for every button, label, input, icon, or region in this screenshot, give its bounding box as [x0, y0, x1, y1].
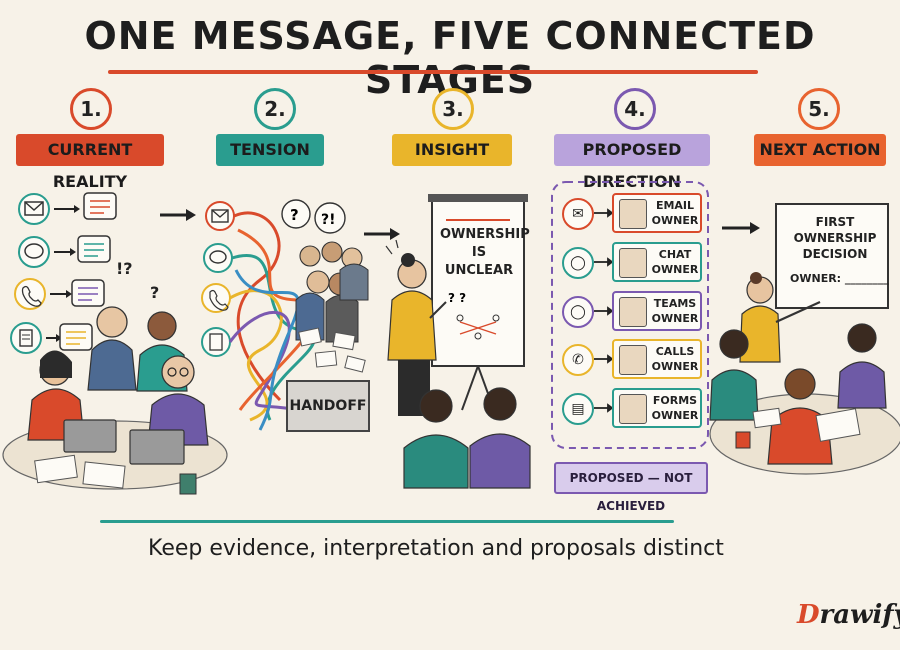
drawify-logo: Drawify [797, 600, 900, 630]
message-bubble-icon [77, 235, 111, 263]
document-icon [10, 322, 42, 354]
flipchart-line-3: UNCLEAR [444, 263, 514, 278]
decision-board [775, 203, 889, 309]
stage-number-4: 4. [614, 88, 656, 130]
owner-card-line-2: OWNER [651, 360, 699, 373]
owner-card-line-1: CALLS [655, 345, 695, 358]
title-underline [108, 70, 758, 74]
proposed-status-badge: PROPOSED — NOT ACHIEVED [554, 462, 708, 513]
stage-number-2: 2. [254, 88, 296, 130]
owner-card-line-1: EMAIL [655, 199, 695, 212]
tension-crowd-illustration [295, 241, 369, 373]
decision-board-line-2: DECISION [802, 247, 868, 261]
page-title: ONE MESSAGE, FIVE CONNECTED STAGES [84, 14, 816, 102]
avatar [619, 394, 647, 424]
envelope-icon [205, 201, 235, 231]
reality-team-illustration [2, 306, 228, 495]
confusion-marks: !? [116, 259, 133, 278]
avatar [619, 248, 647, 278]
envelope-icon: ✉ [562, 198, 594, 230]
stage-number-3: 3. [432, 88, 474, 130]
tension-channels [201, 201, 235, 357]
owner-card-line-2: OWNER [651, 214, 699, 227]
question-exclaim-mark: ?! [321, 212, 336, 228]
flipchart-diagram-marks: ? ? [448, 291, 466, 305]
presenter-illustration [385, 239, 447, 416]
avatar [619, 345, 647, 375]
stage-banner-current-reality: CURRENT REALITY [16, 134, 164, 191]
decision-board-line-1: FIRST OWNERSHIP [793, 215, 877, 245]
owner-card-line-2: OWNER [651, 409, 699, 422]
message-bubble-icon [59, 323, 93, 351]
caption-divider [100, 520, 674, 523]
reality-channels [10, 192, 117, 354]
flipchart: ? ? [428, 194, 528, 411]
decision-board-title: FIRST OWNERSHIP DECISION [780, 214, 890, 262]
flipchart-text: OWNERSHIP IS UNCLEAR [440, 226, 530, 280]
chat-bubble-icon [203, 243, 233, 273]
phone-icon [14, 278, 46, 310]
owner-card-calls: CALLS OWNER [612, 339, 702, 379]
speech-bubble-icon: ◯ [562, 296, 594, 328]
message-bubble-icon [71, 279, 105, 307]
owner-card-teams: TEAMS OWNER [612, 291, 702, 331]
decision-board-owner-field: OWNER: ________ [790, 272, 889, 285]
document-icon [201, 327, 231, 357]
owner-card-line-1: CHAT [658, 248, 692, 261]
question-bubble [314, 202, 346, 234]
handoff-box: HANDOFF [286, 380, 370, 432]
flipchart-line-2: IS [471, 245, 487, 260]
question-mark: ? [290, 206, 299, 224]
question-bubble [281, 199, 311, 229]
audience-illustration [403, 387, 531, 489]
stage-banner-tension: TENSION [216, 134, 324, 166]
owner-card-line-1: FORMS [652, 394, 698, 407]
chat-bubble-icon [18, 236, 50, 268]
phone-icon: ✆ [562, 344, 594, 376]
caption-text: Keep evidence, interpretation and propos… [148, 536, 724, 561]
next-action-team-illustration [709, 272, 900, 475]
owner-card-line-2: OWNER [651, 263, 699, 276]
owner-card-line-1: TEAMS [653, 297, 697, 310]
avatar [619, 297, 647, 327]
stage-number-5: 5. [798, 88, 840, 130]
confusion-mark: ? [150, 283, 159, 302]
owner-card-email: EMAIL OWNER [612, 193, 702, 233]
owner-card-line-2: OWNER [651, 312, 699, 325]
proposed-frame [551, 181, 709, 449]
message-bubble-icon [83, 192, 117, 220]
avatar [619, 199, 647, 229]
stage-banner-proposed-direction: PROPOSED DIRECTION [554, 134, 710, 191]
document-icon: ▤ [562, 393, 594, 425]
stage-number-1: 1. [70, 88, 112, 130]
flipchart-line-1: OWNERSHIP [440, 227, 530, 242]
stage-banner-insight: INSIGHT [392, 134, 512, 166]
owner-connectors [594, 208, 614, 413]
owner-card-forms: FORMS OWNER [612, 388, 702, 428]
owner-card-chat: CHAT OWNER [612, 242, 702, 282]
stage-banner-next-action: NEXT ACTION [754, 134, 886, 166]
chat-bubble-icon: ◯ [562, 247, 594, 279]
